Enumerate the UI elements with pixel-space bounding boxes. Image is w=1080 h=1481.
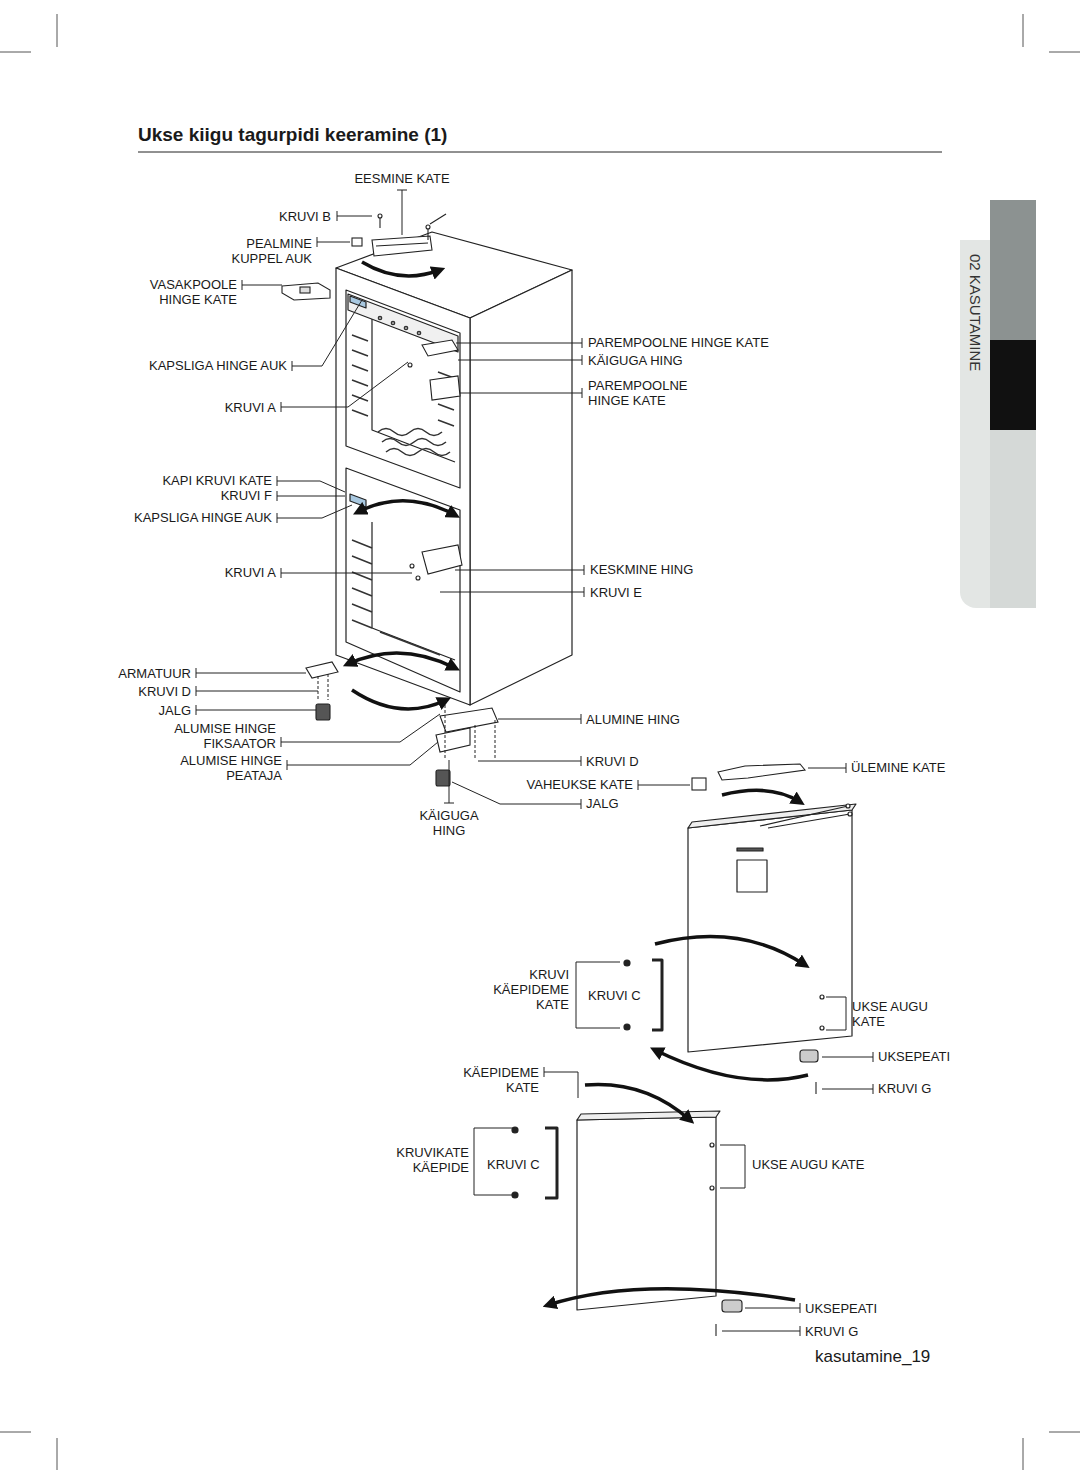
side-strip bbox=[990, 200, 1036, 608]
part-label: VASAKPOOLE HINGE KATE bbox=[129, 277, 237, 307]
part-label: KRUVI A bbox=[225, 400, 276, 415]
part-label: KRUVI G bbox=[878, 1081, 931, 1096]
part-label: JALG bbox=[158, 703, 191, 718]
part-label: KÄEPIDEME KATE bbox=[449, 1065, 539, 1095]
part-label: KESKMINE HING bbox=[590, 562, 693, 577]
doors bbox=[512, 804, 856, 1310]
part-label: KRUVI B bbox=[279, 209, 331, 224]
part-label: EESMINE KATE bbox=[354, 171, 449, 186]
part-label: UKSE AUGU KATE bbox=[752, 1157, 864, 1172]
part-label: KÄIGUGA HING bbox=[411, 808, 487, 838]
part-label: ALUMISE HINGE PEATAJA bbox=[170, 753, 282, 783]
part-label: KRUVI C bbox=[588, 988, 641, 1003]
part-label: KAPSLIGA HINGE AUK bbox=[134, 510, 272, 525]
part-label: ALUMINE HING bbox=[586, 712, 680, 727]
part-label: KRUVIKATE KÄEPIDE bbox=[379, 1145, 469, 1175]
part-label: KÄIGUGA HING bbox=[588, 353, 683, 368]
section-tab-text: 02 KASUTAMINE bbox=[967, 254, 984, 371]
shelf-rails bbox=[352, 316, 454, 655]
part-label: KRUVI C bbox=[487, 1157, 540, 1172]
part-label: ÜLEMINE KATE bbox=[851, 760, 945, 775]
part-label: ALUMISE HINGE FIKSAATOR bbox=[164, 721, 276, 751]
part-label: UKSEPEATI bbox=[878, 1049, 950, 1064]
part-label: VAHEUKSE KATE bbox=[527, 777, 633, 792]
leader-lines bbox=[196, 190, 873, 1336]
part-label: KRUVI F bbox=[221, 488, 272, 503]
swap-arrows bbox=[348, 262, 808, 1305]
part-label: KRUVI G bbox=[805, 1324, 858, 1339]
part-label: KRUVI KÄEPIDEME KATE bbox=[479, 967, 569, 1012]
fridge-body bbox=[336, 232, 572, 705]
parts bbox=[282, 214, 818, 1336]
page-number: kasutamine_19 bbox=[815, 1347, 930, 1367]
part-label: KAPSLIGA HINGE AUK bbox=[149, 358, 287, 373]
part-label: KRUVI D bbox=[586, 754, 639, 769]
part-label: UKSE AUGU KATE bbox=[852, 999, 944, 1029]
part-label: JALG bbox=[586, 796, 619, 811]
crop-marks bbox=[0, 14, 1080, 1470]
part-label: PAREMPOOLNE HINGE KATE bbox=[588, 335, 769, 350]
title-rule bbox=[138, 152, 942, 153]
part-label: KRUVI D bbox=[138, 684, 191, 699]
part-label: KRUVI A bbox=[225, 565, 276, 580]
part-label: KRUVI E bbox=[590, 585, 642, 600]
part-label: PEALMINE KUPPEL AUK bbox=[220, 236, 312, 266]
part-label: ARMATUUR bbox=[118, 666, 191, 681]
part-label: UKSEPEATI bbox=[805, 1301, 877, 1316]
part-label: PAREMPOOLNE HINGE KATE bbox=[588, 378, 700, 408]
page-title: Ukse kiigu tagurpidi keeramine (1) bbox=[138, 124, 447, 146]
screw-paths bbox=[318, 674, 495, 760]
section-tab: 02 KASUTAMINE bbox=[960, 240, 990, 608]
part-label: KAPI KRUVI KATE bbox=[162, 473, 272, 488]
